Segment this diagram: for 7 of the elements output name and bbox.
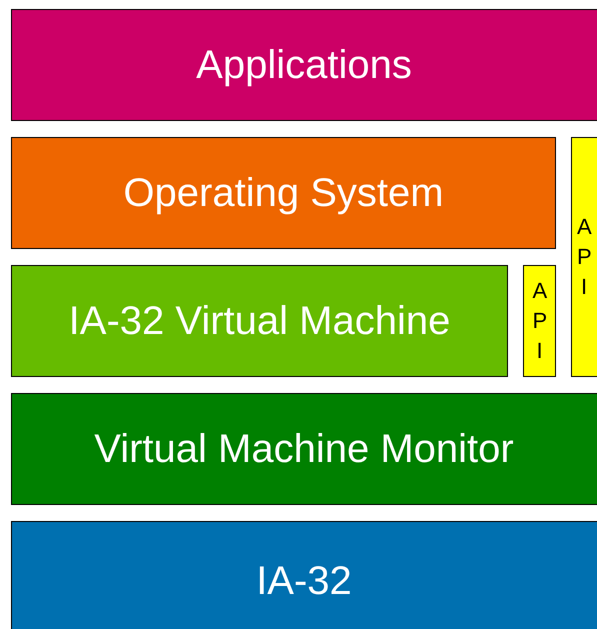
layer-box: IA-32 (11, 521, 597, 629)
layer-box: Virtual Machine Monitor (11, 393, 597, 505)
api-layer-box: API (523, 265, 556, 377)
layer-box: Applications (11, 9, 597, 121)
layer-box: Operating System (11, 137, 556, 249)
api-layer-box: API (571, 137, 597, 377)
layer-box: IA-32 Virtual Machine (11, 265, 508, 377)
